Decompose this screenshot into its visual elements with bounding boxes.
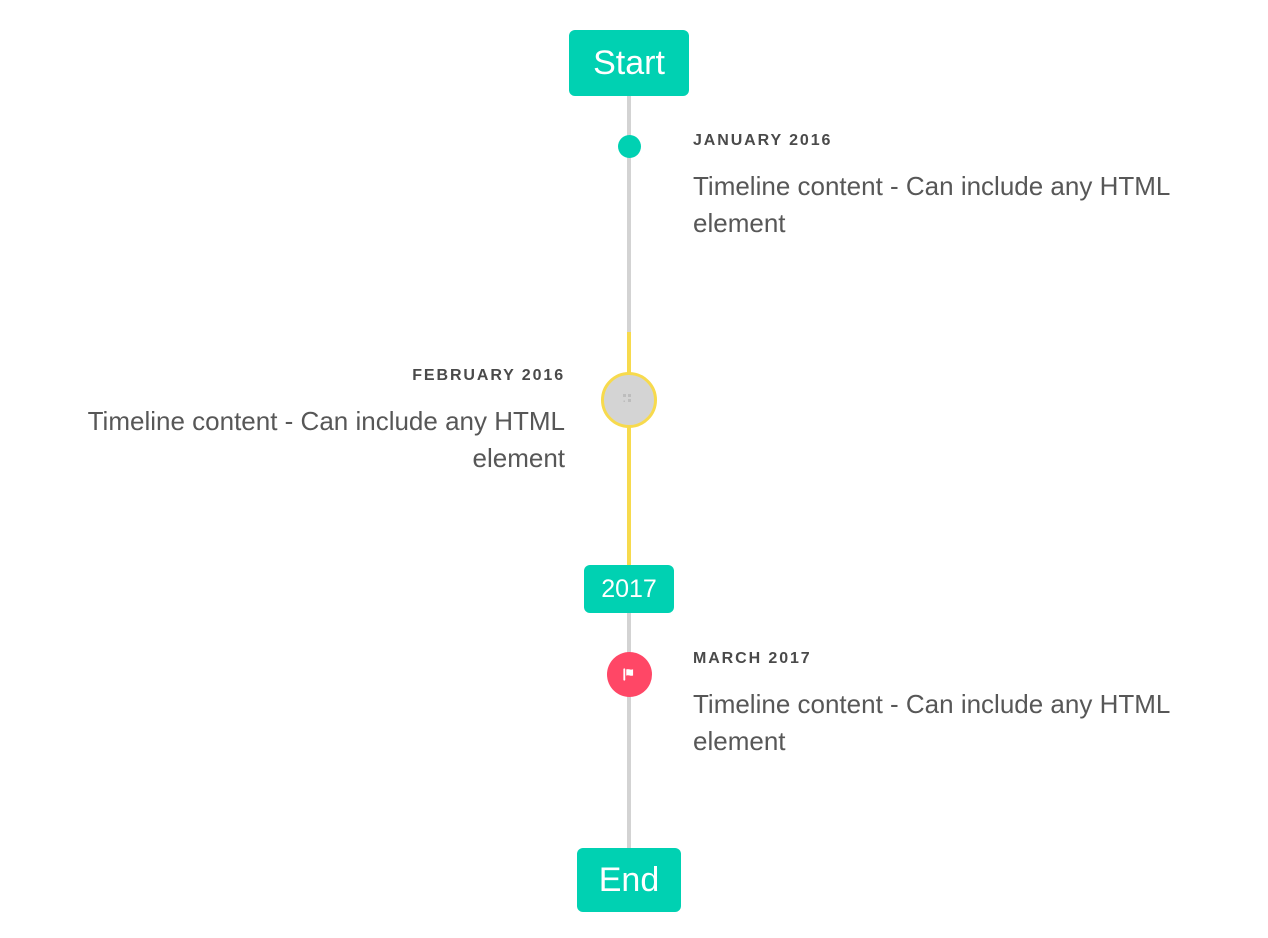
timeline-rail-bottom bbox=[627, 613, 631, 850]
flag-icon bbox=[619, 664, 640, 685]
timeline-entry-date: JANUARY 2016 bbox=[693, 132, 833, 149]
timeline-rail-top bbox=[627, 93, 631, 332]
broken-image-icon bbox=[621, 392, 637, 408]
timeline-entry-body: Timeline content - Can include any HTML … bbox=[87, 405, 565, 473]
timeline-rail-highlight bbox=[627, 332, 631, 566]
timeline-year-badge[interactable]: 2017 bbox=[584, 565, 674, 613]
timeline-entry-date: MARCH 2017 bbox=[693, 650, 812, 667]
timeline-entry-march: MARCH 2017 Timeline content - Can includ… bbox=[693, 649, 1233, 760]
timeline-entry-date: FEBRUARY 2016 bbox=[412, 367, 565, 384]
timeline-entry-body: Timeline content - Can include any HTML … bbox=[693, 688, 1170, 756]
timeline-end-badge[interactable]: End bbox=[577, 848, 681, 912]
timeline-start-badge[interactable]: Start bbox=[569, 30, 689, 96]
timeline-marker-ring[interactable] bbox=[601, 372, 657, 428]
timeline-marker-dot-icon[interactable] bbox=[618, 135, 641, 158]
timeline-entry-january: JANUARY 2016 Timeline content - Can incl… bbox=[693, 131, 1233, 242]
timeline-marker-flag[interactable] bbox=[607, 652, 652, 697]
timeline-entry-body: Timeline content - Can include any HTML … bbox=[693, 170, 1170, 238]
timeline-entry-february: FEBRUARY 2016 Timeline content - Can inc… bbox=[35, 366, 565, 477]
